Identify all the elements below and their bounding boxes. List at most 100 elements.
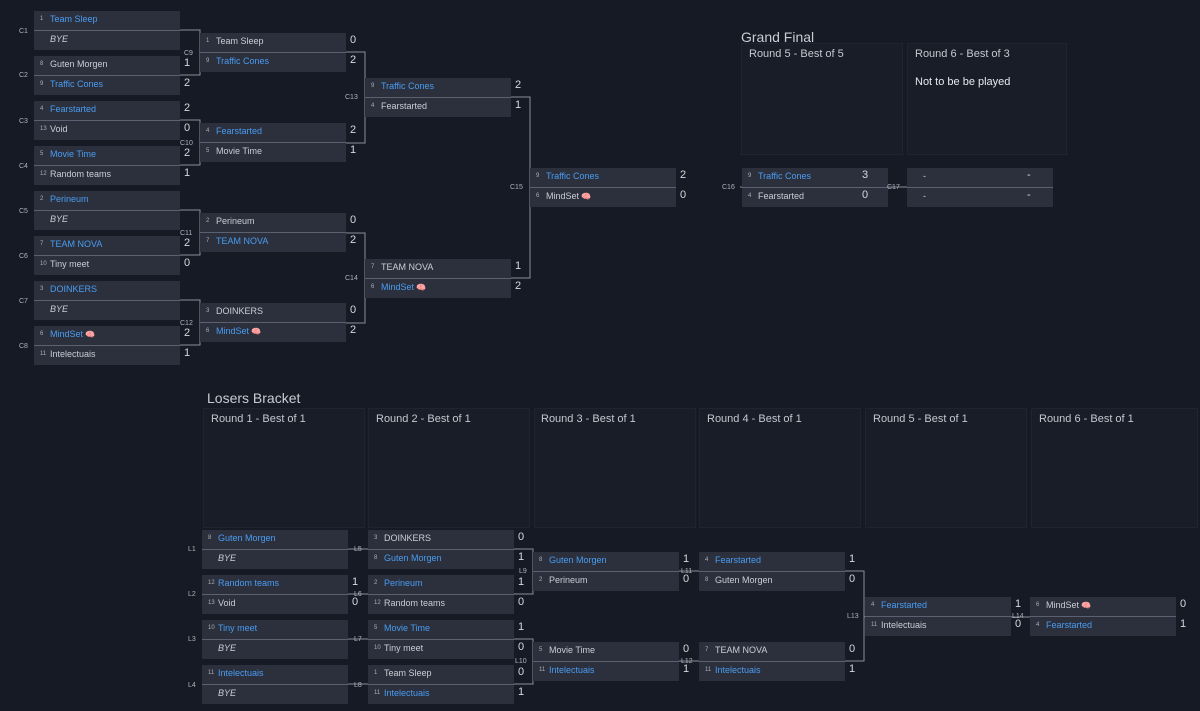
team-row[interactable]: BYE xyxy=(34,300,180,320)
team-name[interactable]: Perineum xyxy=(549,575,588,585)
team-name[interactable]: Fearstarted xyxy=(50,104,97,114)
team-name[interactable]: Void xyxy=(218,598,236,608)
team-name[interactable]: Traffic Cones xyxy=(381,81,435,91)
team-row[interactable]: BYE xyxy=(34,30,180,50)
team-name[interactable]: MindSet 🧠 xyxy=(216,326,262,336)
team-name[interactable]: - xyxy=(923,191,926,201)
team-row[interactable]: BYE xyxy=(202,684,348,704)
team-name[interactable]: MindSet 🧠 xyxy=(546,191,592,201)
team-name[interactable]: TEAM NOVA xyxy=(216,236,269,246)
team-name[interactable]: TEAM NOVA xyxy=(381,262,434,272)
team-name[interactable]: Guten Morgen xyxy=(384,553,442,563)
team-name[interactable]: Intelectuais xyxy=(881,620,927,630)
team-name[interactable]: Movie Time xyxy=(384,623,431,633)
team-name[interactable]: Void xyxy=(50,124,68,134)
team-row[interactable]: BYE xyxy=(34,210,180,230)
team-name[interactable]: BYE xyxy=(50,304,69,314)
team-name[interactable]: Guten Morgen xyxy=(549,555,607,565)
team-name[interactable]: MindSet 🧠 xyxy=(381,282,427,292)
team-name[interactable]: Guten Morgen xyxy=(715,575,773,585)
team-name[interactable]: Traffic Cones xyxy=(216,56,270,66)
team-name[interactable]: BYE xyxy=(218,688,237,698)
team-name[interactable]: Perineum xyxy=(216,216,255,226)
team-name[interactable]: Guten Morgen xyxy=(50,59,108,69)
team-name[interactable]: Team Sleep xyxy=(384,668,432,678)
team-name[interactable]: Tiny meet xyxy=(384,643,424,653)
team-name[interactable]: BYE xyxy=(218,553,237,563)
team-name[interactable]: Perineum xyxy=(50,194,89,204)
team-name[interactable]: Fearstarted xyxy=(758,191,805,201)
team-name[interactable]: Fearstarted xyxy=(216,126,263,136)
team-row[interactable]: BYE xyxy=(202,639,348,659)
team-name[interactable]: Intelectuais xyxy=(218,668,264,678)
team-name[interactable]: Intelectuais xyxy=(549,665,595,675)
team-name[interactable]: Team Sleep xyxy=(216,36,264,46)
team-name[interactable]: TEAM NOVA xyxy=(715,645,768,655)
team-name[interactable]: Random teams xyxy=(384,598,446,608)
team-name[interactable]: BYE xyxy=(50,34,69,44)
team-name[interactable]: Random teams xyxy=(50,169,112,179)
team-name[interactable]: Intelectuais xyxy=(384,688,430,698)
team-name[interactable]: Tiny meet xyxy=(50,259,90,269)
team-name[interactable]: Movie Time xyxy=(549,645,596,655)
team-name[interactable]: Fearstarted xyxy=(381,101,428,111)
team-name[interactable]: Intelectuais xyxy=(715,665,761,675)
team-name[interactable]: BYE xyxy=(218,643,237,653)
team-name[interactable]: DOINKERS xyxy=(50,284,98,294)
team-name[interactable]: DOINKERS xyxy=(384,533,432,543)
